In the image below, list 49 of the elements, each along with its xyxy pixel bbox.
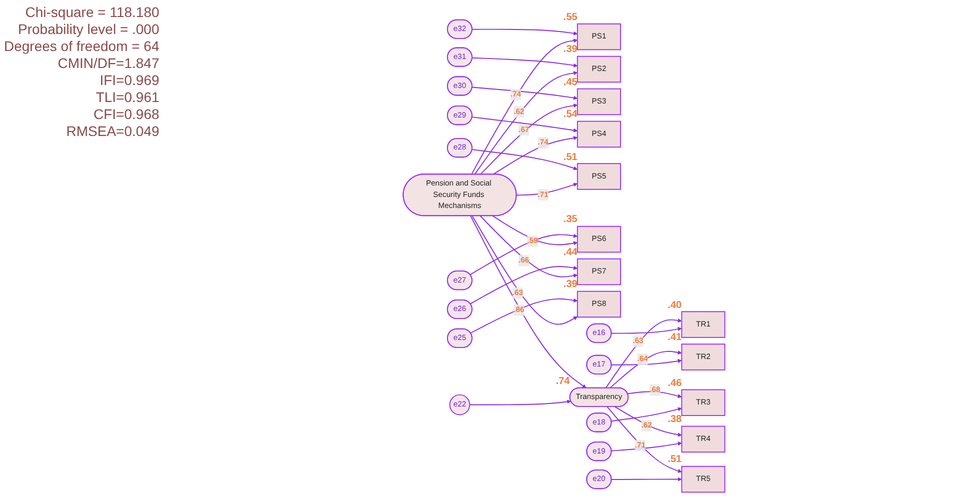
arrow	[472, 116, 578, 132]
coefficient-value: .45	[563, 76, 578, 88]
arrow	[472, 86, 578, 100]
arrow	[480, 215, 578, 278]
arrow	[470, 298, 578, 334]
arrow	[474, 71, 578, 175]
fit-statistic: IFI=0.969	[98, 72, 160, 89]
coefficient-value: .35	[563, 214, 578, 226]
arrow	[472, 149, 578, 170]
arrow	[469, 400, 572, 406]
coefficient-value: .44	[563, 246, 578, 258]
arrow	[611, 358, 682, 366]
arrow	[472, 57, 578, 68]
arrow	[611, 326, 682, 334]
arrow	[492, 215, 578, 246]
arrow	[472, 215, 578, 325]
coefficient-value: .55	[563, 12, 578, 23]
coefficient-value: .41	[668, 332, 682, 344]
fit-statistic: Degrees of freedom = 64	[4, 38, 160, 55]
arrow	[470, 266, 578, 304]
coefficient-value: .39	[563, 44, 578, 56]
coefficient-value: .40	[668, 300, 682, 311]
fit-statistic: CFI=0.968	[92, 106, 160, 123]
coefficient-value: .38	[668, 414, 682, 426]
arrow	[470, 215, 586, 388]
coefficient-value: .74	[556, 376, 570, 387]
arrow	[516, 182, 578, 196]
fit-statistic: CMIN/DF=1.847	[56, 55, 160, 72]
arrow	[611, 477, 682, 482]
arrow	[610, 407, 682, 422]
fit-statistic: RMSEA=0.049	[65, 123, 160, 140]
arrow	[470, 234, 578, 276]
arrow	[614, 406, 682, 437]
arrow	[471, 38, 578, 175]
coefficient-value: .46	[668, 378, 682, 389]
arrow	[480, 104, 578, 175]
arrow	[605, 318, 682, 389]
fit-statistic: TLI=0.961	[94, 89, 160, 106]
fit-statistic: Chi-square = 118.180	[24, 4, 160, 21]
arrow	[611, 442, 682, 452]
coefficient-value: .51	[668, 454, 682, 466]
coefficient-value: .54	[563, 109, 578, 120]
arrow	[472, 28, 578, 36]
coefficient-value: .39	[563, 279, 578, 290]
arrow	[492, 136, 578, 175]
coefficient-value: .51	[563, 152, 578, 163]
fit-statistic: Probability level = .000	[17, 21, 160, 38]
arrow	[609, 350, 682, 389]
arrow	[606, 406, 682, 473]
